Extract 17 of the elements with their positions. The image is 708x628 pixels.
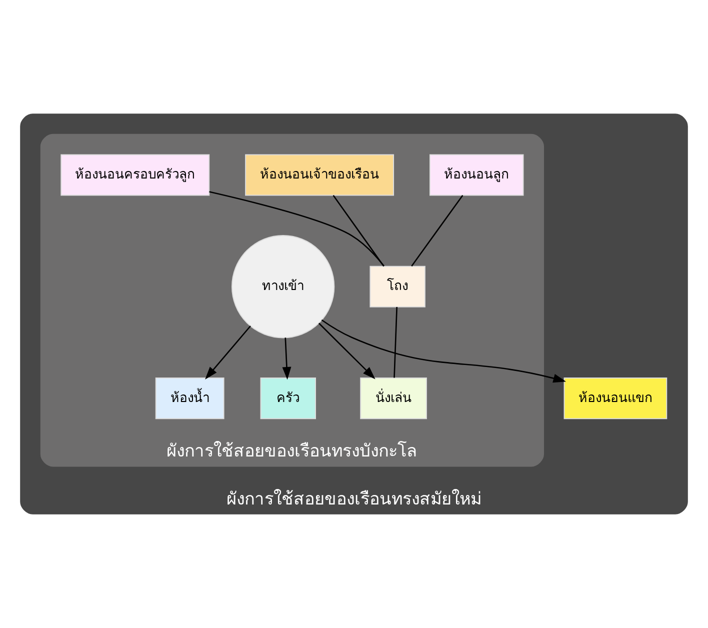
connector: [394, 306, 398, 378]
connector: [411, 194, 464, 266]
node-box: โถง: [370, 266, 426, 308]
node-box: ห้องนอนเจ้าของเรือน: [245, 154, 394, 196]
arrow: [321, 319, 566, 383]
node-box: ห้องนอนลูก: [430, 154, 524, 196]
arrow: [318, 322, 376, 380]
node-circle: ทางเข้า: [231, 235, 335, 338]
node-box: ห้องนอนแขก: [564, 378, 668, 420]
arrow: [205, 326, 251, 380]
connector: [209, 191, 384, 266]
connector: [332, 194, 384, 266]
arrow: [282, 338, 292, 380]
node-box: ห้องนอนครอบครัวลูก: [60, 154, 210, 196]
node-box: ห้องน้ำ: [155, 378, 224, 420]
node-box: ครัว: [260, 378, 316, 420]
node-box: นั่งเล่น: [360, 378, 427, 420]
